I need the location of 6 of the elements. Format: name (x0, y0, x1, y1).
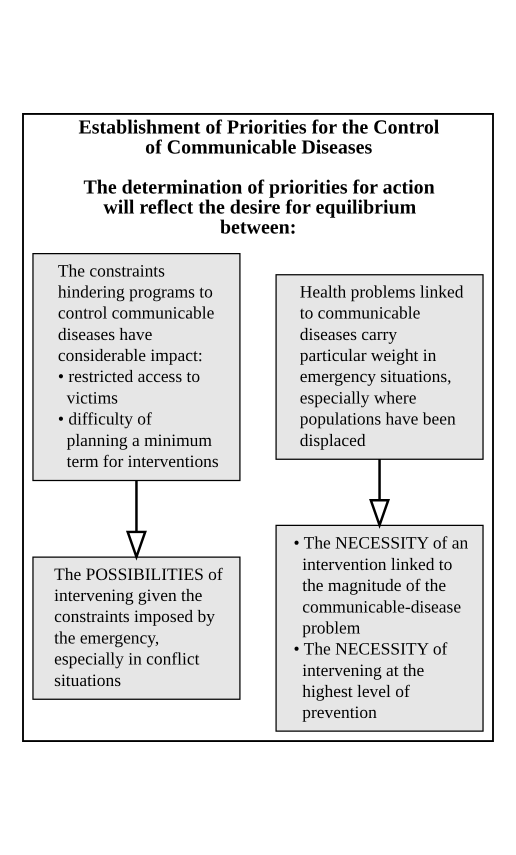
node-box: The constraints hindering programs to control communicable diseases have considerable impact: • restricted access to victims • difficulty of planning a minimum term for interventions (32, 252, 241, 482)
node-box: • The NECESSITY of an intervention linked to the magnitude of the communicable-disease problem • The NECESSITY of intervening at the highest level of prevention (275, 524, 484, 732)
arrow (369, 460, 390, 529)
arrow (126, 480, 147, 561)
node-box: Health problems linked to communicable diseases carry particular weight in emergency situations, especially where populations have been displaced (275, 274, 484, 460)
node-box: The POSSIBILITIES of intervening given the constraints imposed by the emergency, especially in conflict situations (32, 556, 241, 700)
